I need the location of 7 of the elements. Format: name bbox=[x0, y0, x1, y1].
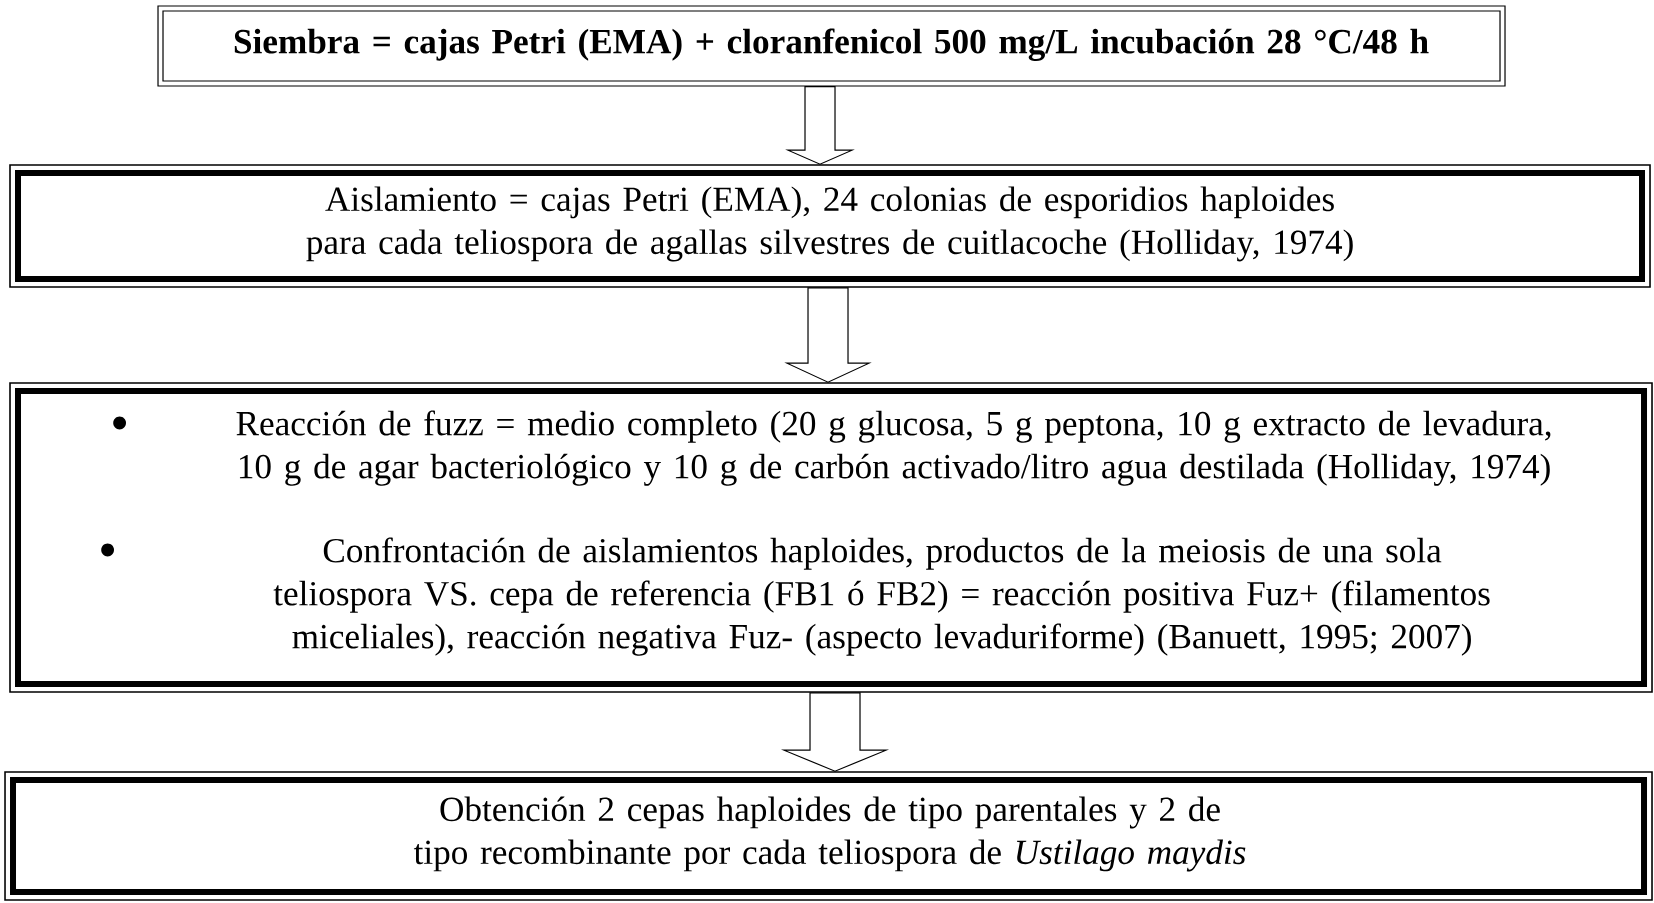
block-arrow bbox=[785, 86, 855, 165]
process-box: Obtención 2 cepas haploides de tipo parentales y 2 de tipo recombinante por cada teliospora de Ustilago maydis bbox=[4, 771, 1653, 901]
process-box: Siembra = cajas Petri (EMA) + cloranfenicol 500 mg/L incubación 28 °C/48 h bbox=[157, 5, 1506, 87]
block-arrow bbox=[784, 287, 872, 383]
block-arrow bbox=[780, 692, 890, 772]
process-box: Aislamiento = cajas Petri (EMA), 24 colonias de esporidios haploides para cada teliospora de agallas silvestres de cuitlacoche (Holliday, 1974) bbox=[9, 164, 1651, 288]
process-box: Reacción de fuzz = medio completo (20 g glucosa, 5 g peptona, 10 g extracto de levadura, 10 g de agar bacteriológico y 10 g de carbón activado/litro agua destilada (Holliday, 1974) Confrontación de aislamientos haploides, productos de la meiosis de una sola teliospora VS. cepa de referencia (FB1 ó FB2) = reacción positiva Fuz+ (filamentos miceliales), reacción negativa Fuz- (aspecto levaduriforme) (Banuett, 1995; 2007) bbox=[9, 382, 1653, 693]
